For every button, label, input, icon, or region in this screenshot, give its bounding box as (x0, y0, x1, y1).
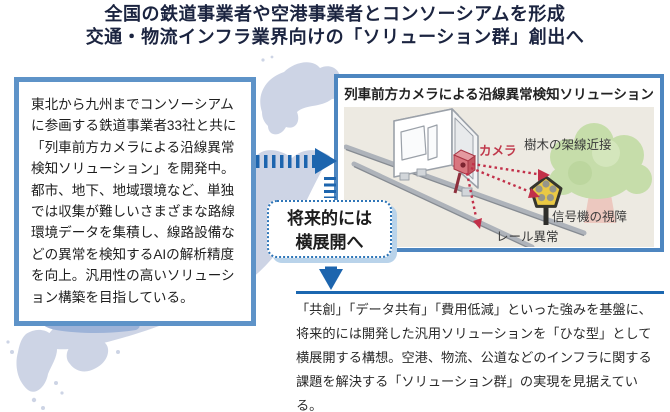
future-line-2: 横展開へ (295, 233, 364, 252)
rail-label: レール異常 (496, 230, 559, 244)
flow-arrow-down-icon (319, 269, 343, 290)
tree-icon (549, 123, 652, 223)
map-kyushu (16, 329, 58, 392)
connector-down-dotted-icon (324, 177, 336, 198)
train-illustration-svg: カメラ 樹木の架線近接 信号機の視障 レール異常 (343, 108, 652, 251)
detection-arrows-icon (465, 162, 538, 218)
title-line-1: 全国の鉄道事業者や空港事業者とコンソーシアムを形成 (104, 4, 566, 24)
intro-panel: 東北から九州までコンソーシアムに参画する鉄道事業者33社と共に「列車前方カメラに… (14, 77, 256, 326)
tree-label: 樹木の架線近接 (524, 137, 612, 152)
camera-icon (452, 149, 477, 194)
flow-arrow-right-dashes (256, 155, 316, 168)
flow-arrow-right-icon (315, 148, 337, 174)
camera-label: カメラ (479, 144, 517, 158)
map-hokkaido (260, 62, 343, 135)
signal-label: 信号機の視障 (552, 209, 627, 224)
detection-arrowheads-icon (473, 169, 550, 229)
flow-arrow-down-dashes (325, 260, 337, 270)
bottom-note: 「共創」「データ共有」「費用低減」といった強みを基盤に、将来的には開発した汎用ソ… (296, 291, 664, 412)
solution-panel-title: 列車前方カメラによる沿線異常検知ソリューション (344, 87, 654, 102)
train-illustration: カメラ 樹木の架線近接 信号機の視障 レール異常 (343, 107, 654, 251)
intro-text: 東北から九州までコンソーシアムに参画する鉄道事業者33社と共に「列車前方カメラに… (31, 97, 237, 305)
future-line-1: 将来的には (287, 209, 372, 228)
bottom-note-text: 「共創」「データ共有」「費用低減」といった強みを基盤に、将来的には開発した汎用ソ… (296, 302, 652, 412)
title-line-2: 交通・物流インフラ業界向けの「ソリューション群」創出へ (85, 27, 585, 47)
future-box: 将来的には 横展開へ (267, 200, 392, 258)
page-title: 全国の鉄道事業者や空港事業者とコンソーシアムを形成 交通・物流インフラ業界向けの… (0, 3, 670, 49)
map-shikoku (66, 337, 109, 372)
signal-icon (529, 175, 563, 225)
